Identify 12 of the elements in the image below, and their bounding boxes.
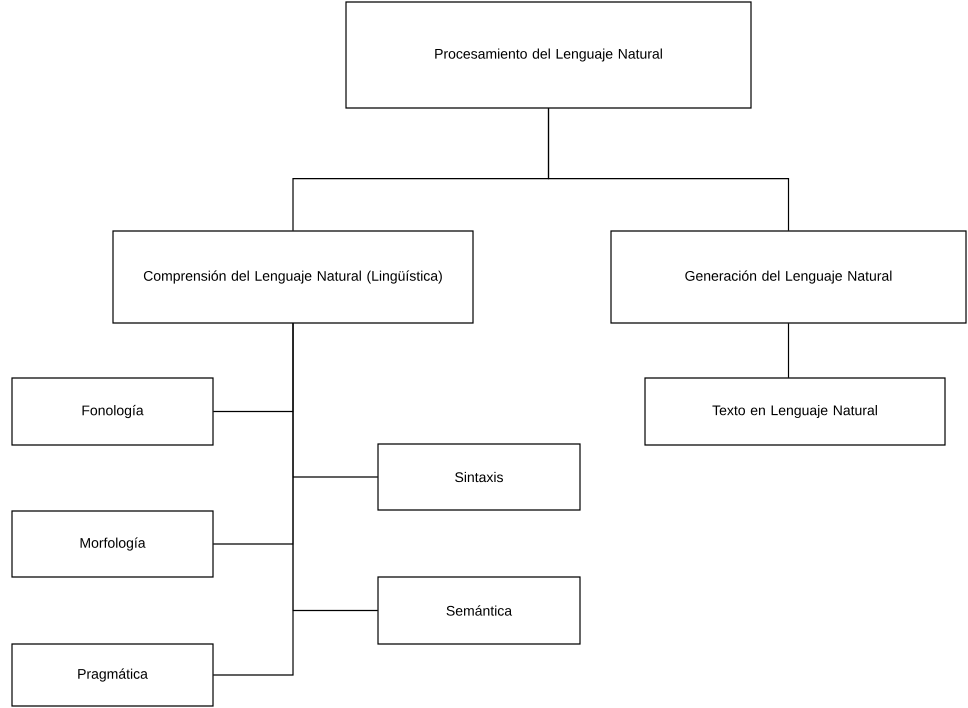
connector-line bbox=[788, 324, 790, 378]
process-box: Semántica bbox=[377, 576, 581, 645]
process-box: Procesamiento del Lenguaje Natural bbox=[345, 1, 752, 109]
process-box: Fonología bbox=[11, 377, 214, 446]
process-box: Generación del Lenguaje Natural bbox=[610, 230, 967, 324]
process-box: Pragmática bbox=[11, 643, 214, 707]
process-box: Morfología bbox=[11, 510, 214, 578]
connector-line bbox=[214, 324, 294, 676]
connector-line bbox=[548, 108, 790, 230]
process-box: Sintaxis bbox=[377, 443, 581, 511]
process-box: Comprensión del Lenguaje Natural (Lingüística) bbox=[112, 230, 474, 324]
process-box: Texto en Lenguaje Natural bbox=[644, 377, 946, 446]
